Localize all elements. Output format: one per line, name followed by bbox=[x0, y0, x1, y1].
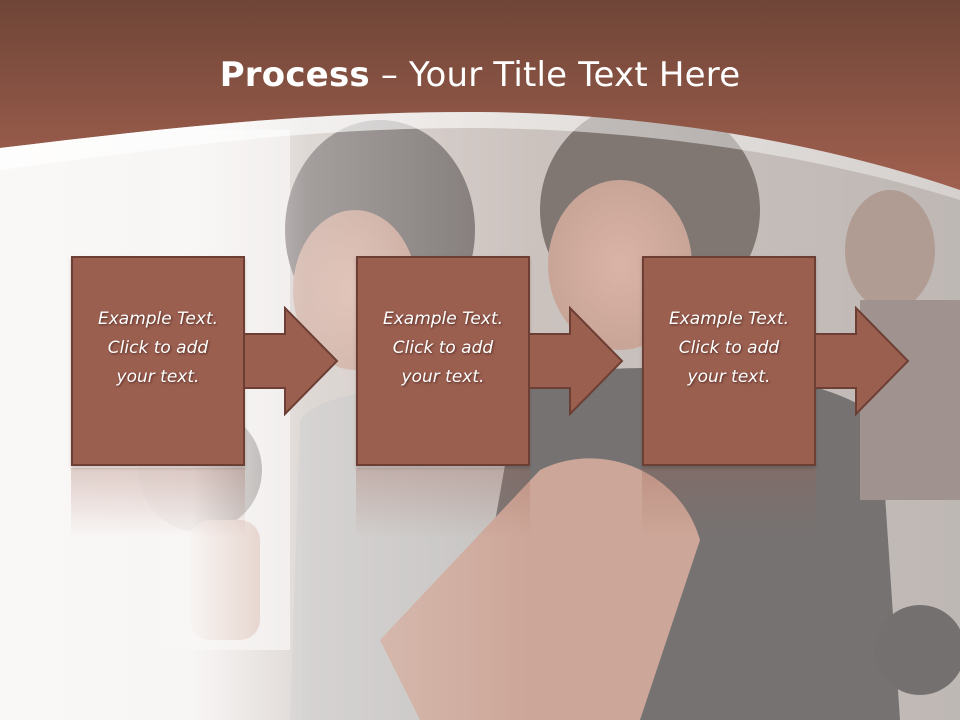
step-3-line-1: Example Text. bbox=[668, 308, 790, 329]
step-3-reflection bbox=[642, 468, 816, 538]
step-1-line-1: Example Text. bbox=[97, 308, 219, 329]
slide-title[interactable]: Process – Your Title Text Here bbox=[0, 52, 960, 98]
right-arrow-icon bbox=[243, 306, 339, 416]
step-1-line-2: Click to add bbox=[107, 337, 209, 358]
step-1-line-3: your text. bbox=[116, 366, 200, 387]
title-bold-text: Process bbox=[219, 55, 370, 95]
right-arrow-icon bbox=[814, 306, 910, 416]
step-2-box[interactable]: Example Text. Click to add your text. bbox=[356, 256, 530, 466]
step-1-reflection bbox=[71, 468, 245, 538]
step-2-reflection bbox=[356, 468, 530, 538]
step-3-box[interactable]: Example Text. Click to add your text. bbox=[642, 256, 816, 466]
step-2-text: Example Text. Click to add your text. bbox=[373, 305, 513, 392]
step-2-line-1: Example Text. bbox=[382, 308, 504, 329]
step-3-text: Example Text. Click to add your text. bbox=[659, 305, 799, 392]
header-band bbox=[0, 0, 960, 200]
step-3-line-3: your text. bbox=[687, 366, 771, 387]
title-rest-text: – Your Title Text Here bbox=[369, 55, 741, 95]
step-1-box[interactable]: Example Text. Click to add your text. bbox=[71, 256, 245, 466]
step-2-line-2: Click to add bbox=[392, 337, 494, 358]
step-2-line-3: your text. bbox=[401, 366, 485, 387]
right-arrow-icon bbox=[528, 306, 624, 416]
step-1-text: Example Text. Click to add your text. bbox=[88, 305, 228, 392]
step-3-line-2: Click to add bbox=[678, 337, 780, 358]
